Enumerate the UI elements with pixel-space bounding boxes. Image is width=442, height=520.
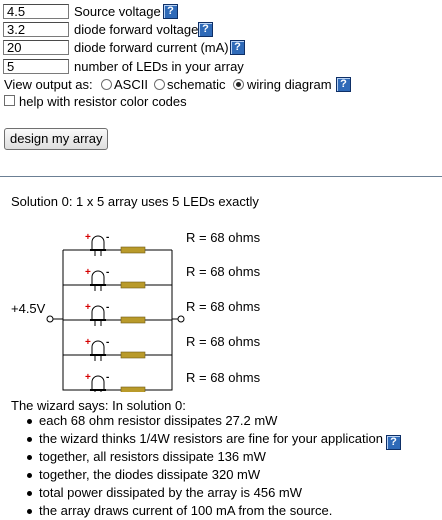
resistor-icon — [120, 246, 146, 254]
resistor-label: R = 68 ohms — [186, 264, 261, 279]
led-resistor-row: +- — [63, 232, 172, 256]
view-output-help-icon[interactable]: ? — [336, 77, 351, 92]
led-polarity-plus: + — [85, 337, 91, 348]
wizard-results-list: each 68 ohm resistor dissipates 27.2 mW … — [27, 412, 401, 520]
led-polarity-plus: + — [85, 232, 91, 243]
led-icon: +- — [85, 372, 109, 392]
positive-terminal — [177, 315, 185, 323]
resistor-rating-help-icon[interactable]: ? — [385, 435, 401, 450]
led-icon: +- — [85, 302, 109, 326]
list-item: together, the diodes dissipate 320 mW — [27, 466, 401, 484]
list-item-text: each 68 ohm resistor dissipates 27.2 mW — [39, 413, 278, 428]
led-resistor-row: +- — [63, 267, 172, 291]
led-polarity-plus: + — [85, 267, 91, 278]
resistor-icon — [120, 316, 146, 324]
wiring-diagram: +-+-+-+-+- — [46, 232, 185, 392]
radio-ascii[interactable] — [101, 79, 112, 90]
resistor-icon — [120, 386, 146, 392]
led-polarity-minus: - — [106, 232, 109, 243]
wizard-intro: The wizard says: In solution 0: — [11, 398, 186, 413]
led-icon: +- — [85, 337, 109, 361]
list-item-text: total power dissipated by the array is 4… — [39, 485, 303, 500]
resistor-icon — [120, 281, 146, 289]
led-polarity-plus: + — [85, 302, 91, 313]
color-codes-label: help with resistor color codes — [19, 94, 187, 109]
list-item-text: the array draws current of 100 mA from t… — [39, 503, 333, 518]
negative-terminal — [46, 315, 54, 323]
list-item-text: the wizard thinks 1/4W resistors are fin… — [39, 431, 383, 446]
resistor-label: R = 68 ohms — [186, 299, 261, 314]
list-item: total power dissipated by the array is 4… — [27, 484, 401, 502]
diode-forward-current-input[interactable] — [3, 40, 69, 55]
led-resistor-row: +- — [63, 302, 172, 326]
led-polarity-minus: - — [106, 372, 109, 383]
source-voltage-label: Source voltage — [74, 4, 161, 19]
led-polarity-plus: + — [85, 372, 91, 383]
design-array-button[interactable]: design my array — [4, 128, 109, 150]
diode-forward-voltage-input[interactable] — [3, 22, 69, 37]
resistor-label: R = 68 ohms — [186, 334, 261, 349]
radio-schematic[interactable] — [154, 79, 165, 90]
led-icon: +- — [85, 267, 109, 291]
resistor-label: R = 68 ohms — [186, 230, 261, 245]
list-item: together, all resistors dissipate 136 mW — [27, 448, 401, 466]
resistor-icon — [120, 351, 146, 359]
source-voltage-help-icon[interactable]: ? — [163, 4, 178, 19]
list-item: the wizard thinks 1/4W resistors are fin… — [27, 430, 401, 450]
led-count-label: number of LEDs in your array — [74, 59, 244, 74]
led-icon: +- — [85, 232, 109, 256]
color-codes-checkbox[interactable] — [4, 95, 15, 106]
solution-title: Solution 0: 1 x 5 array uses 5 LEDs exac… — [11, 194, 259, 209]
list-item-text: together, all resistors dissipate 136 mW — [39, 449, 266, 464]
supply-voltage-label: +4.5V — [11, 301, 46, 316]
radio-schematic-label: schematic — [167, 77, 226, 92]
radio-ascii-label: ASCII — [114, 77, 148, 92]
led-polarity-minus: - — [106, 337, 109, 348]
led-resistor-row: +- — [63, 337, 172, 361]
diode-forward-voltage-help-icon[interactable]: ? — [198, 22, 213, 37]
led-polarity-minus: - — [106, 302, 109, 313]
list-item: each 68 ohm resistor dissipates 27.2 mW — [27, 412, 401, 430]
list-item: the array draws current of 100 mA from t… — [27, 502, 401, 520]
led-count-input[interactable] — [3, 59, 69, 74]
led-resistor-row: +- — [63, 372, 172, 392]
list-item-text: together, the diodes dissipate 320 mW — [39, 467, 261, 482]
resistor-label: R = 68 ohms — [186, 370, 261, 385]
led-polarity-minus: - — [106, 267, 109, 278]
diode-forward-current-label: diode forward current (mA) — [74, 40, 229, 55]
diode-forward-voltage-label: diode forward voltage — [74, 22, 199, 37]
radio-wiring-diagram-label: wiring diagram — [247, 77, 332, 92]
diode-forward-current-help-icon[interactable]: ? — [230, 40, 245, 55]
radio-wiring-diagram[interactable] — [233, 79, 244, 90]
section-divider — [0, 176, 442, 177]
source-voltage-input[interactable] — [3, 4, 69, 19]
view-output-label: View output as: — [4, 77, 93, 92]
